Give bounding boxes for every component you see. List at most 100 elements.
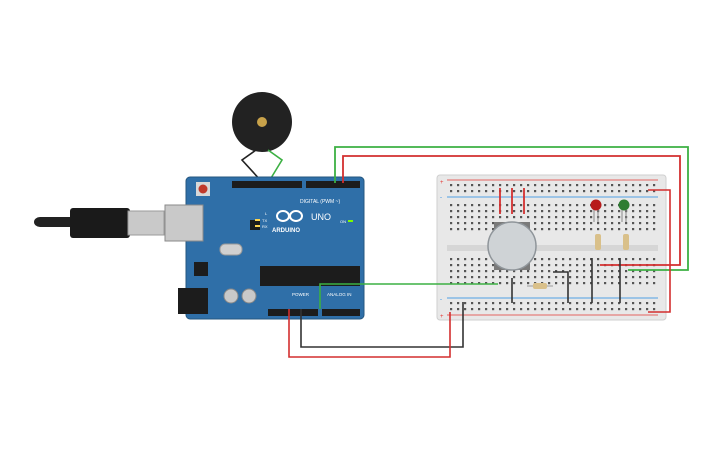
digital-header-label: DIGITAL (PWM ~): [300, 199, 340, 205]
wire-red-right-rail: [648, 189, 671, 313]
breadboard-hole: [569, 258, 572, 261]
usb-cable[interactable]: [34, 208, 165, 238]
breadboard-hole: [604, 228, 607, 231]
gas-sensor[interactable]: [487, 221, 537, 271]
breadboard-hole: [548, 222, 551, 225]
breadboard-hole: [583, 190, 586, 193]
breadboard-hole: [541, 216, 544, 219]
breadboard-hole: [625, 258, 628, 261]
breadboard-hole: [457, 282, 460, 285]
breadboard-hole: [639, 228, 642, 231]
arduino-uno[interactable]: DIGITAL (PWM ~) ARDUINO UNO L TX RX ON P…: [164, 176, 365, 320]
breadboard-hole: [653, 270, 656, 273]
breadboard-hole: [492, 276, 495, 279]
breadboard-hole: [590, 210, 593, 213]
breadboard-hole: [513, 302, 516, 305]
breadboard-hole: [485, 270, 488, 273]
breadboard-hole: [597, 222, 600, 225]
breadboard-hole: [576, 302, 579, 305]
breadboard-hole: [499, 308, 502, 311]
breadboard-hole: [632, 190, 635, 193]
breadboard-hole: [569, 216, 572, 219]
breadboard-hole: [534, 270, 537, 273]
breadboard-hole: [478, 264, 481, 267]
breadboard-hole: [527, 282, 530, 285]
resistor-sensor[interactable]: [527, 283, 553, 289]
breadboard-hole: [562, 204, 565, 207]
breadboard-hole: [450, 302, 453, 305]
breadboard-hole: [597, 264, 600, 267]
breadboard-hole: [646, 276, 649, 279]
breadboard-hole: [562, 210, 565, 213]
breadboard-hole: [653, 308, 656, 311]
breadboard-hole: [485, 210, 488, 213]
breadboard-hole: [485, 190, 488, 193]
power-label: POWER: [292, 292, 310, 297]
breadboard-hole: [450, 222, 453, 225]
digital-header-left: [232, 181, 302, 188]
breadboard-hole: [450, 308, 453, 311]
breadboard-hole: [513, 210, 516, 213]
breadboard-hole: [548, 210, 551, 213]
breadboard-hole: [562, 270, 565, 273]
breadboard-hole: [541, 308, 544, 311]
breadboard-hole: [604, 184, 607, 187]
breadboard-hole: [653, 216, 656, 219]
breadboard-hole: [478, 302, 481, 305]
breadboard-hole: [520, 216, 523, 219]
led-green[interactable]: [618, 199, 630, 251]
breadboard-hole: [653, 276, 656, 279]
breadboard-hole: [492, 210, 495, 213]
breadboard-hole: [541, 184, 544, 187]
breadboard-hole: [597, 228, 600, 231]
breadboard-hole: [520, 204, 523, 207]
breadboard-hole: [492, 308, 495, 311]
wire-red-top: [342, 155, 681, 266]
breadboard-hole: [457, 264, 460, 267]
breadboard-hole: [450, 184, 453, 187]
led-red-dome: [590, 199, 602, 211]
breadboard-hole: [590, 282, 593, 285]
breadboard-hole: [611, 204, 614, 207]
breadboard-hole: [576, 228, 579, 231]
reset-button[interactable]: [198, 184, 208, 194]
breadboard-hole: [625, 270, 628, 273]
breadboard-hole: [625, 308, 628, 311]
breadboard-hole: [569, 276, 572, 279]
breadboard-hole: [583, 270, 586, 273]
breadboard-hole: [506, 308, 509, 311]
breadboard-hole: [618, 228, 621, 231]
breadboard-hole: [513, 204, 516, 207]
breadboard-hole: [625, 282, 628, 285]
breadboard-hole: [639, 302, 642, 305]
breadboard-hole: [499, 184, 502, 187]
breadboard-hole: [646, 258, 649, 261]
breadboard-hole: [632, 222, 635, 225]
breadboard-hole: [618, 216, 621, 219]
piezo-buzzer[interactable]: [232, 92, 292, 184]
gas-sensor-mesh: [487, 221, 537, 271]
breadboard-hole: [464, 216, 467, 219]
breadboard-hole: [625, 276, 628, 279]
breadboard-hole: [569, 282, 572, 285]
breadboard-hole: [562, 222, 565, 225]
breadboard-hole: [625, 190, 628, 193]
breadboard-hole: [583, 216, 586, 219]
breadboard-hole: [562, 302, 565, 305]
led-red[interactable]: [590, 199, 602, 251]
breadboard-hole: [555, 204, 558, 207]
breadboard-hole: [534, 184, 537, 187]
breadboard-hole: [450, 210, 453, 213]
breadboard-hole: [464, 190, 467, 193]
breadboard-hole: [464, 204, 467, 207]
wire-green-top: [334, 146, 689, 271]
breadboard-hole: [527, 210, 530, 213]
breadboard-hole: [604, 302, 607, 305]
breadboard-hole: [499, 302, 502, 305]
breadboard-hole: [499, 276, 502, 279]
breadboard-hole: [632, 216, 635, 219]
breadboard-hole: [464, 184, 467, 187]
breadboard-hole: [562, 258, 565, 261]
breadboard-hole: [611, 258, 614, 261]
breadboard[interactable]: + - - +: [436, 174, 667, 321]
